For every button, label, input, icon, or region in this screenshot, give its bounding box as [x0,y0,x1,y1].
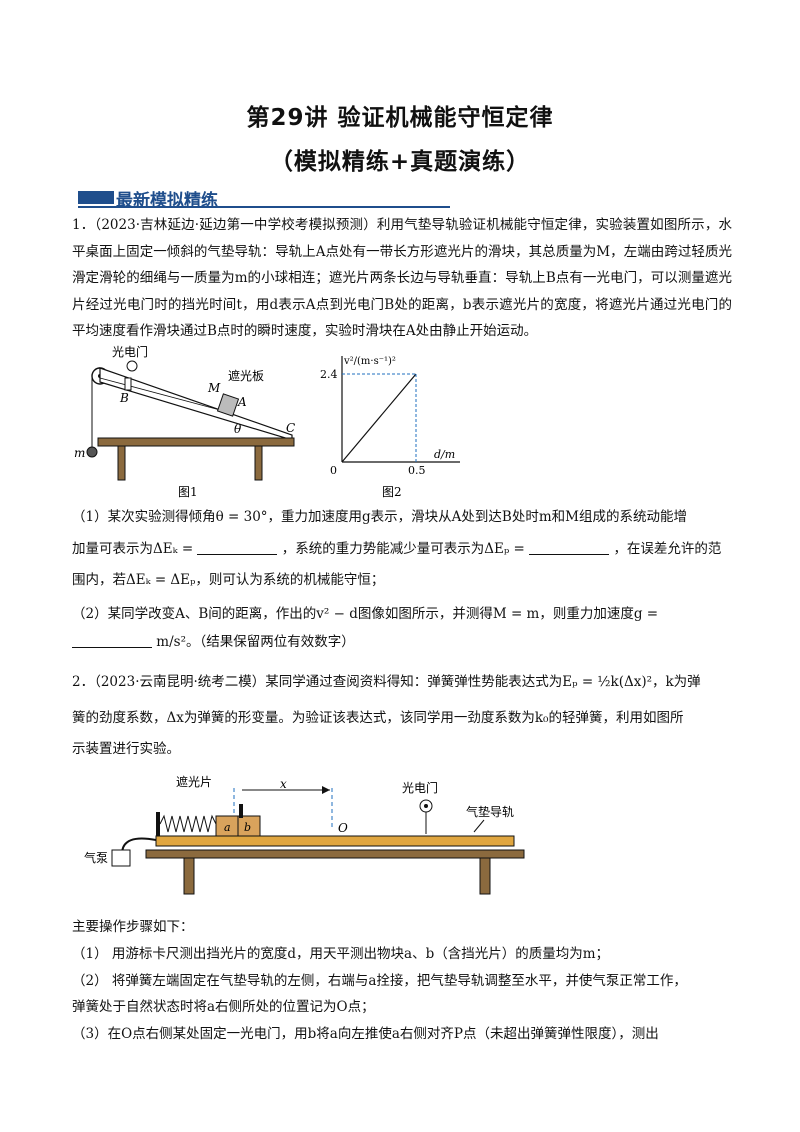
graph-line [341,373,417,463]
wall [156,812,160,836]
q2-line1: 2．（2023·云南昆明·统考二模）某同学通过查阅资料得知：弹簧弹性势能表达式为… [72,674,701,690]
q2-line3: 示装置进行实验。 [72,741,180,757]
q1-part2-line1: （2）某同学改变A、B间的距离，作出的v² − d图像如图所示，并测得M = m… [72,606,659,622]
q2-step2-line2: 弹簧处于自然状态时将a右侧所处的位置记为O点； [72,999,375,1015]
fig1-C-label: C [286,421,295,435]
q1-part2-line2: m/s²。（结果保留两位有效数字） [72,630,355,650]
track-pointer [473,819,485,833]
q2-steps-title: 主要操作步骤如下： [72,919,194,935]
q2-track-label: 气垫导轨 [466,804,514,819]
q2-step1: （1） 用游标卡尺测出挡光片的宽度d，用天平测出物块a、b（含挡光片）的质量均为… [72,946,610,962]
fig1-caption: 图1 [178,485,198,499]
page-title: 第29讲 验证机械能守恒定律 [246,105,554,131]
section-banner: 最新模拟精练 [78,186,450,211]
part1-dep-label: ，系统的重力势能减少量可表示为ΔEₚ = [281,541,525,557]
shading-plate [239,804,243,818]
banner-bar [78,191,114,204]
q2-leg-right [479,857,491,895]
spring [159,814,217,833]
fig1-gate-label: 光电门 [112,344,148,359]
table-leg-right [254,445,263,481]
page-subtitle: （模拟精练+真题演练） [269,149,531,175]
table-top [97,437,295,447]
q2-O-label: O [338,821,348,835]
x-arrow-head [322,786,330,794]
fig2-origin: 0 [330,464,337,477]
answer-blank-dep[interactable] [529,540,610,555]
air-pump [111,849,131,867]
q2-step2-line1: （2） 将弹簧左端固定在气垫导轨的左侧，右端与a拴接，把气垫导轨调整至水平，并使… [72,973,687,989]
fig1-theta-label: θ [234,422,242,436]
fig2-caption: 图2 [382,485,402,499]
q2-leg-left [183,857,195,895]
photogate [124,377,132,391]
rope-along-track [99,377,221,411]
q1-part1-line1: （1）某次实验测得倾角θ = 30°，重力加速度用g表示，滑块从A处到达B处时m… [72,509,687,525]
fig1-M-label: M [207,381,221,395]
fig2-ylabel: v²/(m·s⁻¹)² [343,356,396,367]
q2-figure: 遮光片 x O 光电门 气垫导轨 a b P 气泵 [84,774,525,895]
q2-gate-label: 光电门 [402,780,438,795]
q2-a-label: a [224,821,231,834]
q2-pump-label: 气泵 [84,850,108,865]
air-track [155,835,515,847]
fig1-m-label: m [74,446,85,460]
q2-line2: 簧的劲度系数，Δx为弹簧的形变量。为验证该表达式，该同学用一劲度系数为k₀的轻弹… [72,710,684,726]
q1-figure-1: 光电门 m B M A 遮光板 θ C 图1 [74,344,295,499]
answer-blank-g[interactable] [72,633,152,648]
q1-part1-line2: 加量可表示为ΔEₖ = ，系统的重力势能减少量可表示为ΔEₚ = ，在误差允许的… [72,537,721,557]
photogate-head [126,360,138,372]
fig1-A-label: A [237,395,247,409]
fig2-xlabel: d/m [434,448,455,461]
q2-table-top [145,849,525,859]
part1-dek-label: 加量可表示为ΔEₖ = [72,541,194,557]
answer-blank-dek[interactable] [197,540,278,555]
q2-step3: （3）在O点右侧某处固定一光电门，用b将a向左推使a右侧对齐P点（未超出弹簧弹性… [72,1026,659,1042]
q1-figure-2: v²/(m·s⁻¹)² 2.4 0 0.5 d/m 图2 [320,356,460,499]
banner-underline [78,206,450,208]
q2-b-label: b [244,821,251,834]
table-leg-left [117,445,126,481]
ball-m [86,446,98,458]
q2-x-label: x [280,777,287,791]
fig2-ytick: 2.4 [320,368,338,381]
part1-tail: ，在误差允许的范 [613,541,722,557]
fig1-plate-label: 遮光板 [228,368,264,383]
fig1-B-label: B [119,391,129,405]
slider-block [216,393,240,417]
q2-plate-label: 遮光片 [176,774,212,789]
q2-gate-dot [424,804,428,808]
fig2-xtick: 0.5 [408,464,426,477]
part2-unit: m/s²。（结果保留两位有效数字） [156,634,355,650]
q1-intro: 1．（2023·吉林延边·延边第一中学校考模拟预测）利用气垫导轨验证机械能守恒定… [72,217,732,339]
q1-part1-line3: 围内，若ΔEₖ = ΔEₚ，则可认为系统的机械能守恒； [72,572,385,588]
